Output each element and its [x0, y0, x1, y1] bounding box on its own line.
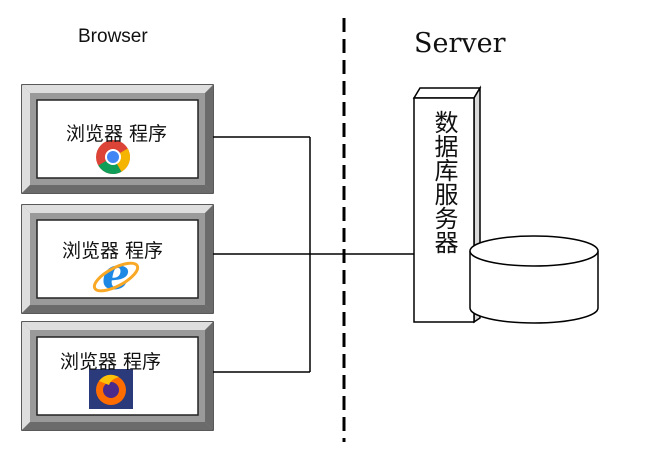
client-label-2: 浏览器 程序 — [62, 240, 164, 262]
client-box-2 — [21, 204, 214, 314]
firefox-icon — [89, 369, 133, 409]
chrome-icon — [96, 140, 130, 174]
ie-icon: e — [92, 249, 140, 300]
client-label-3: 浏览器 程序 — [60, 351, 162, 373]
server-heading: Server — [414, 28, 506, 59]
client-label-1: 浏览器 程序 — [66, 123, 168, 145]
server-column-label: 数据库服务器 — [430, 110, 458, 254]
connector-lines — [213, 136, 414, 373]
database-cylinder-icon — [469, 235, 599, 324]
browser-heading: Browser — [78, 26, 148, 47]
